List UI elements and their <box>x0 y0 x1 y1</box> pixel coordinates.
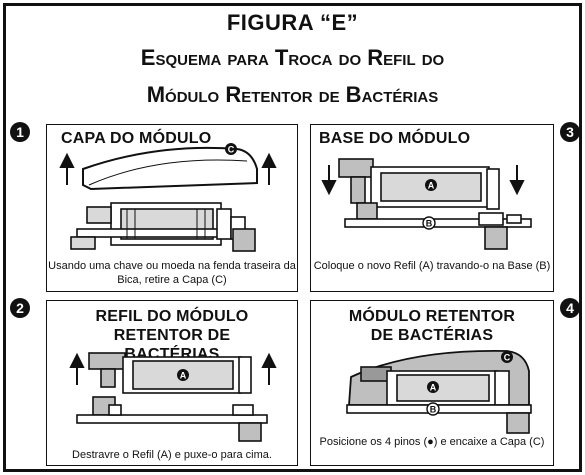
panel-caption: Posicione os 4 pinos (●) e encaixe a Cap… <box>319 436 545 448</box>
label-b: B <box>430 405 437 415</box>
panel-capa-do-modulo: CAPA DO MÓDULO C Usando uma c <box>46 124 298 292</box>
refil-a <box>338 158 500 210</box>
module-body <box>70 202 256 252</box>
panel-modulo-retentor: MÓDULO RETENTOR DE BACTÉRIAS C A B Posic… <box>310 300 554 466</box>
figure-subtitle-line2: Módulo Retentor de Bactérias <box>146 82 439 107</box>
label-a: A <box>180 371 187 381</box>
arrow-up-icon <box>59 152 75 185</box>
arrow-up-icon <box>261 152 277 185</box>
label-c: C <box>228 145 235 155</box>
label-a: A <box>430 383 437 393</box>
label-a-marker <box>425 179 437 191</box>
step-badge-3: 3 <box>560 122 580 142</box>
step-badge-2: 2 <box>10 298 30 318</box>
step-badge-4: 4 <box>560 298 580 318</box>
panel-title: CAPA DO MÓDULO <box>61 130 212 147</box>
module-base <box>76 396 268 442</box>
module-assembly-illustration: C A B <box>346 349 532 434</box>
refil-removal-illustration: A <box>69 352 277 442</box>
arrow-up-icon <box>261 352 277 385</box>
label-b-marker <box>422 216 436 230</box>
label-c-marker <box>225 143 237 155</box>
refil-a <box>88 352 252 394</box>
figure-title: FIGURA “E” <box>226 10 359 35</box>
panel-title: BASE DO MÓDULO <box>319 130 471 147</box>
arrow-up-icon <box>69 352 85 385</box>
step-badge-1: 1 <box>10 122 30 142</box>
refil-a <box>360 366 510 406</box>
panel-title: MÓDULO RETENTOR DE BACTÉRIAS <box>348 308 516 344</box>
panel-base-do-modulo: BASE DO MÓDULO A B Coloque o novo R <box>310 124 554 292</box>
label-c-marker <box>501 351 513 363</box>
label-a-marker <box>177 369 189 381</box>
panel-refil-do-modulo: REFIL DO MÓDULO RETENTOR DE BACTÉRIAS A … <box>46 300 298 466</box>
panel-caption: Coloque o novo Refil (A) travando-o na B… <box>313 260 551 272</box>
label-b: B <box>426 219 433 229</box>
base-b <box>344 202 532 250</box>
label-a: A <box>428 181 435 191</box>
label-a-marker <box>427 381 439 393</box>
figure-subtitle-line1: Esquema para Troca do Refil do <box>140 45 445 70</box>
base-insertion-illustration: A B <box>321 158 532 250</box>
label-c: C <box>504 353 511 363</box>
capa-removal-illustration: C <box>59 143 277 252</box>
arrow-down-icon <box>321 165 337 196</box>
panel-caption: Destravre o Refil (A) e puxe-o para cima… <box>72 449 272 461</box>
panel-caption: Usando uma chave ou moeda na fenda trase… <box>48 260 296 286</box>
label-b-marker <box>426 402 440 416</box>
arrow-down-icon <box>509 165 525 196</box>
